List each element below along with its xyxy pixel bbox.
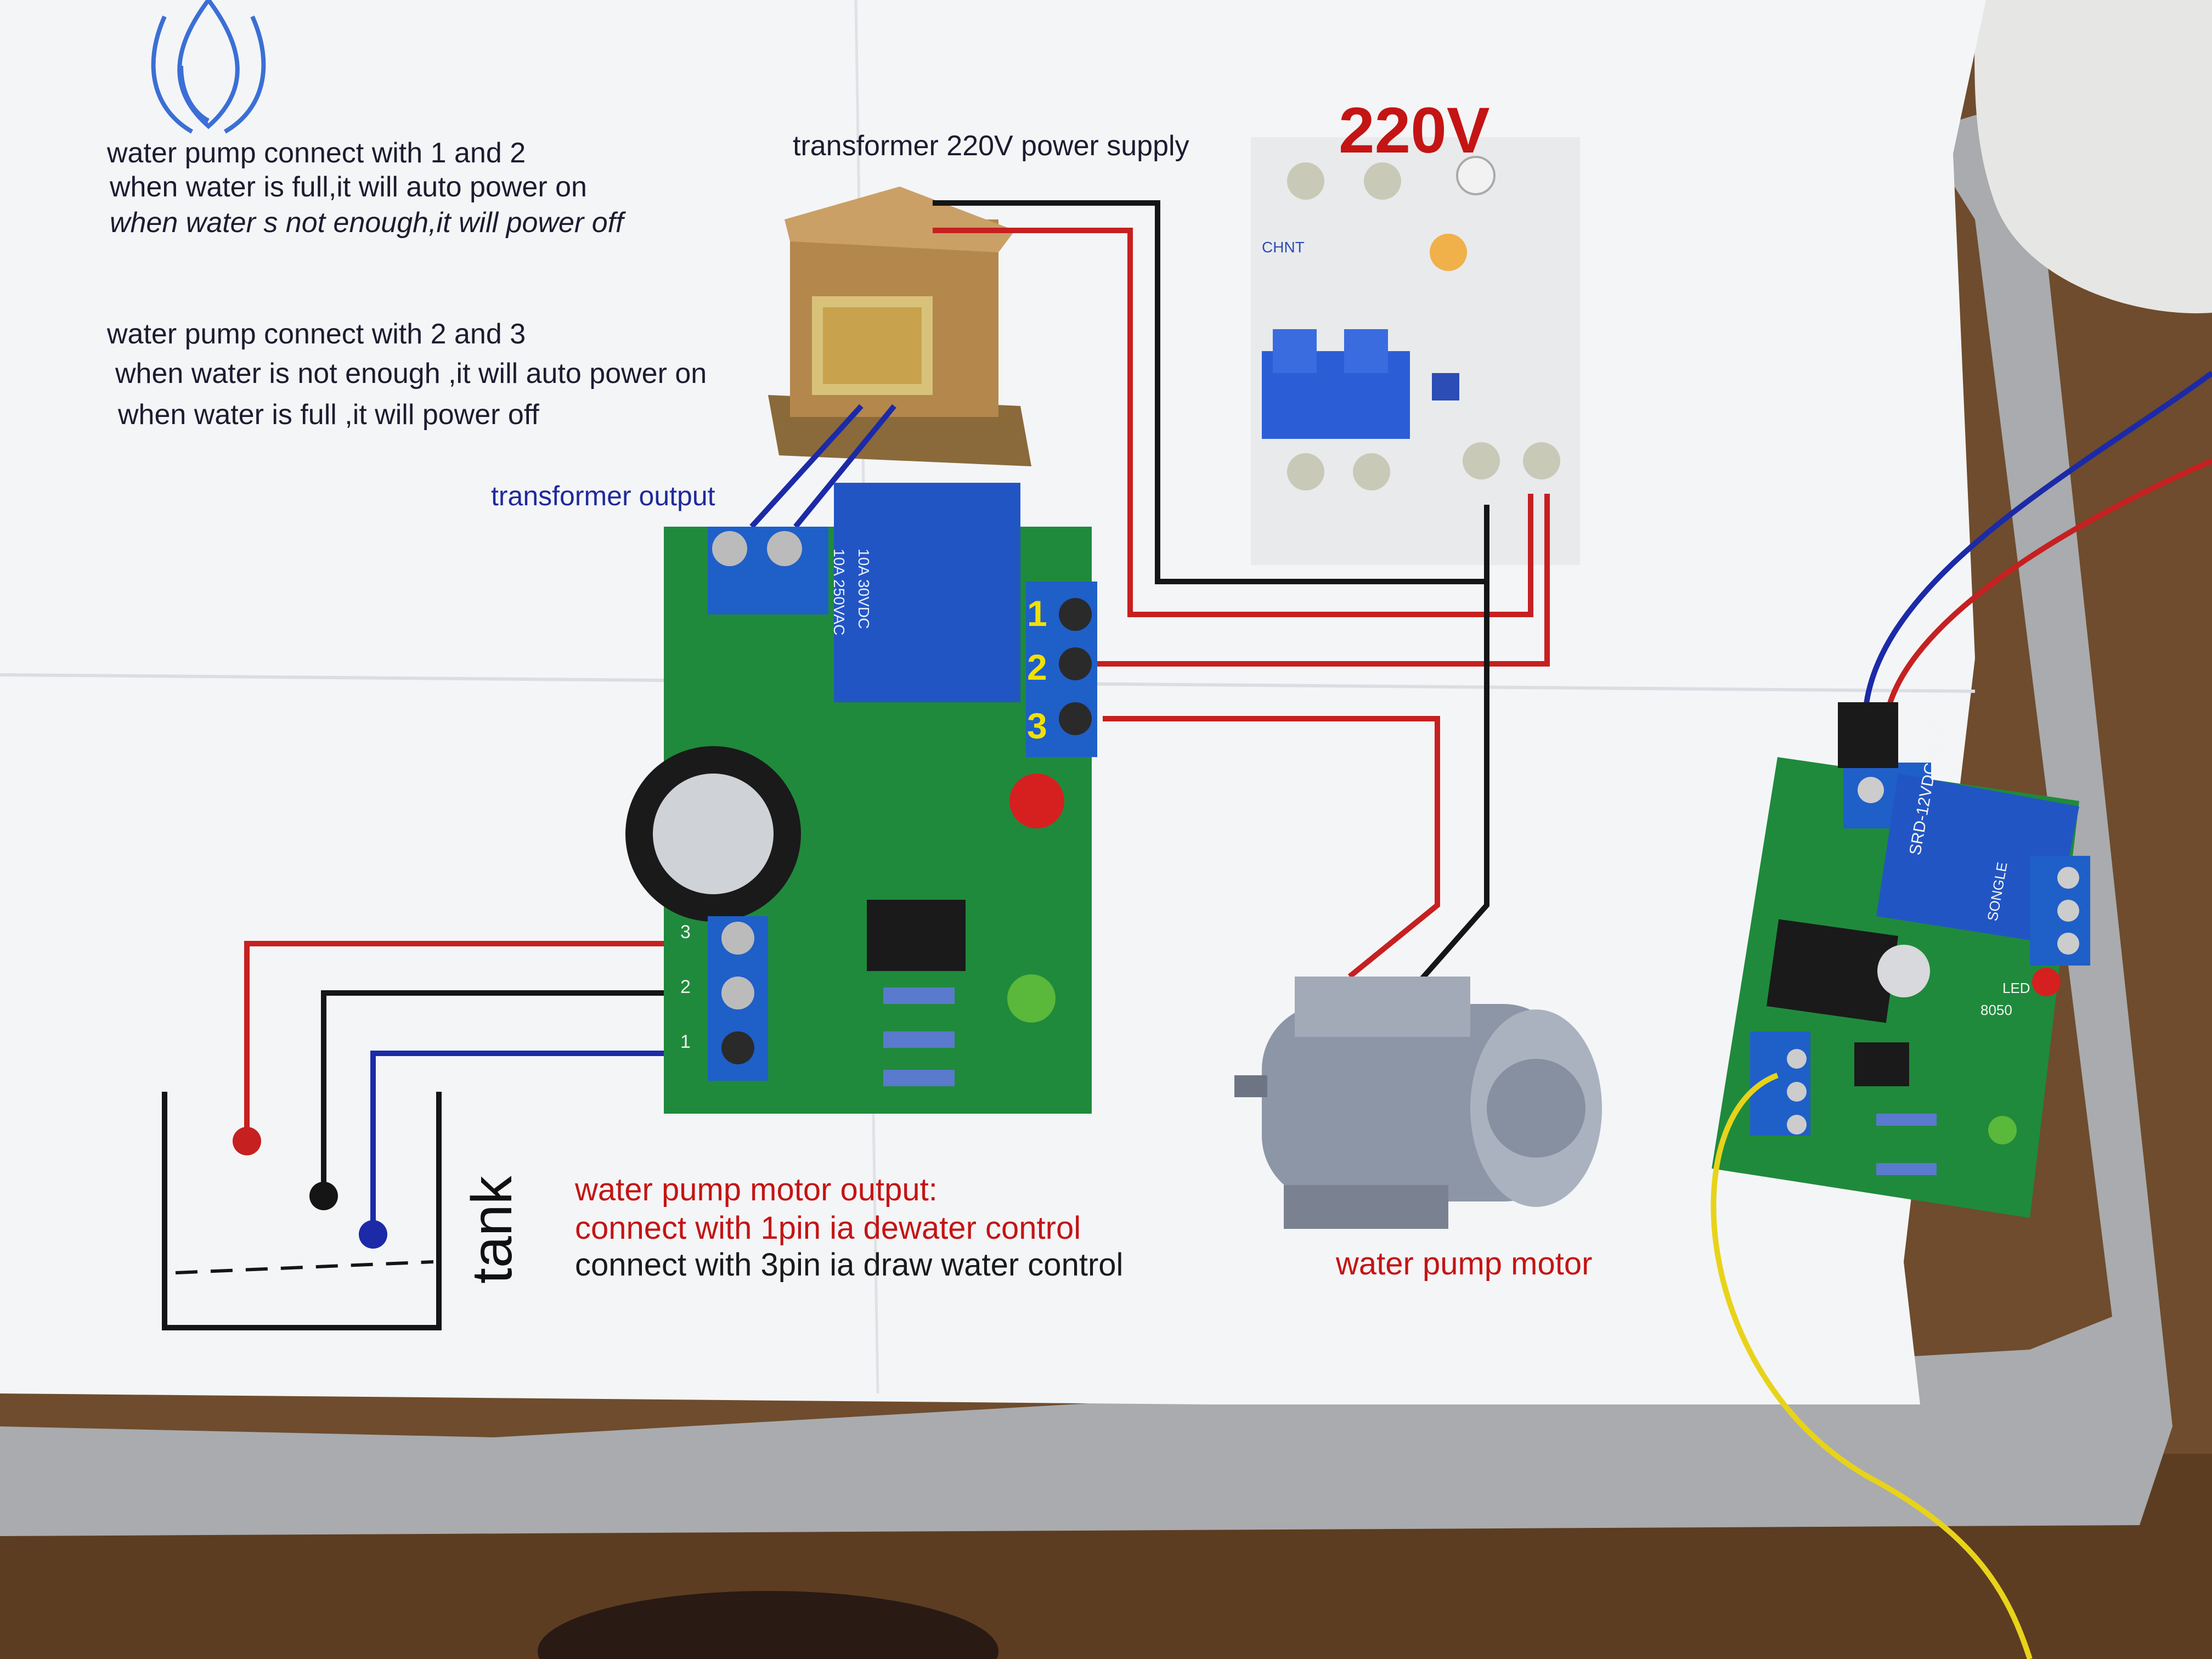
tank-drawing: [162, 1092, 442, 1330]
real-pcb-transistor-mark: 8050: [1980, 1002, 2012, 1018]
transformer-supply-label: transformer 220V power supply: [793, 130, 1189, 162]
mode-a-line2: when water is full,it will auto power on: [110, 171, 587, 203]
mode-b-line1: water pump connect with 2 and 3: [107, 318, 526, 350]
mode-b-line3: when water is full ,it will power off: [118, 399, 539, 431]
output-note-title: water pump motor output:: [575, 1172, 938, 1207]
relay-rating-1: 10A 250VAC: [831, 549, 848, 636]
monitor-stand: [1974, 0, 2212, 314]
hand: [538, 1591, 998, 1659]
circuit-breaker: [1251, 137, 1580, 565]
mode-a-line1: water pump connect with 1 and 2: [107, 137, 526, 169]
motor-label: water pump motor: [1336, 1246, 1593, 1282]
output-note-line2: connect with 3pin ia draw water control: [575, 1247, 1124, 1283]
transformer: [768, 187, 1031, 466]
mode-a-line3: when water s not enough,it will power of…: [110, 207, 624, 239]
tank-label: tank: [460, 1176, 524, 1284]
diagram-wires: [244, 200, 1550, 1234]
water-pump-motor: [1234, 977, 1602, 1229]
output-note-line1: connect with 1pin ia dewater control: [575, 1210, 1081, 1246]
probe-black: [309, 1182, 338, 1210]
real-pcb-led-mark: LED: [2002, 980, 2030, 996]
pin-1-label: 1: [1027, 593, 1047, 634]
relay-rating-2: 10A 30VDC: [855, 549, 872, 629]
voltage-label: 220V: [1339, 94, 1490, 167]
real-relay-module: SRD-12VDC-SL-C SONGLE LED 8050: [1712, 719, 2090, 1218]
probe-red: [233, 1127, 261, 1155]
probe-blue: [359, 1220, 387, 1249]
probe-pin-3-label: 3: [680, 922, 691, 943]
laptop-lid: [0, 99, 2172, 1536]
probe-pin-2-label: 2: [680, 977, 691, 997]
flame-logo-icon: [151, 0, 266, 134]
probe-pin-1-label: 1: [680, 1031, 691, 1052]
module-wires: [1711, 370, 2212, 1659]
mode-b-line2: when water is not enough ,it will auto p…: [115, 358, 707, 390]
pin-2-label: 2: [1027, 647, 1047, 687]
breaker-brand: CHNT: [1262, 239, 1305, 256]
diagram-pcb: [625, 483, 1097, 1114]
pin-3-label: 3: [1027, 706, 1047, 746]
transformer-output-label: transformer output: [491, 481, 715, 511]
